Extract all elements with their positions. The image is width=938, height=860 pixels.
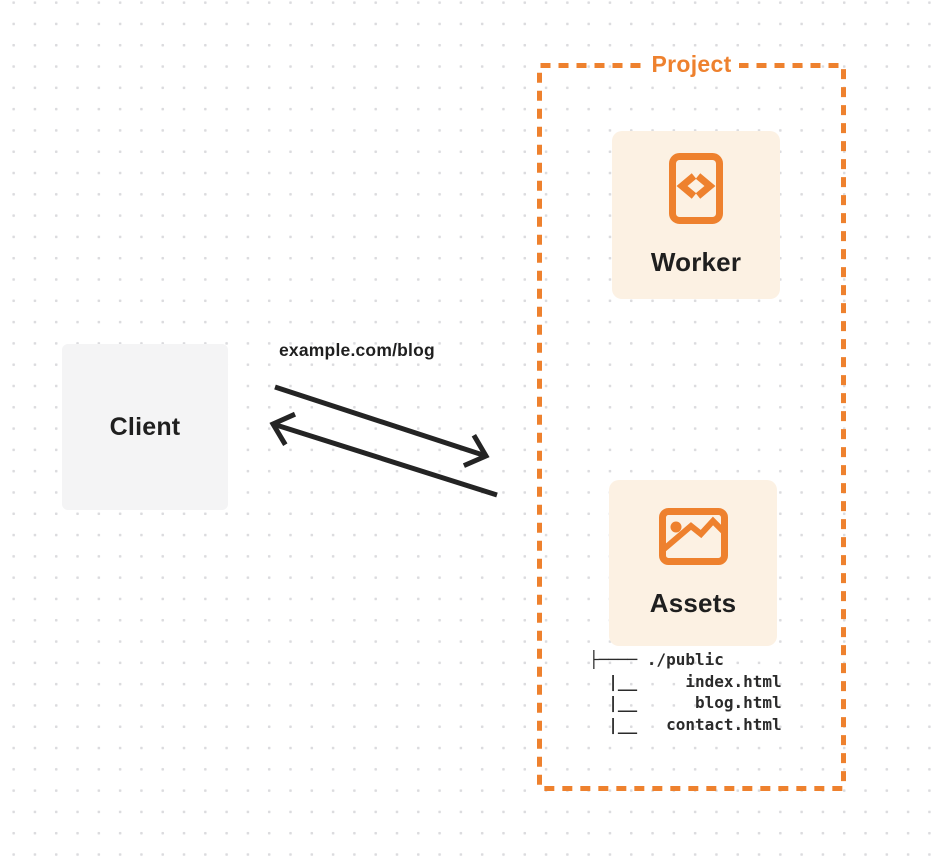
tree-line-contact: |__ contact.html [589, 714, 782, 734]
tree-line-index: |__ index.html [589, 671, 782, 691]
project-label-row: Project [537, 51, 846, 78]
request-url-label: example.com/blog [279, 340, 435, 360]
request-arrow [274, 384, 490, 468]
image-icon [658, 507, 728, 565]
assets-file-tree: ├──── ./public |__ index.html |__ blog.h… [589, 649, 782, 735]
code-file-icon [669, 152, 723, 224]
project-label: Project [644, 51, 739, 78]
client-node: Client [62, 344, 228, 510]
worker-label: Worker [650, 246, 742, 277]
tree-line-public: ├──── ./public [589, 650, 724, 669]
tree-line-blog: |__ blog.html [589, 693, 782, 712]
response-arrow [269, 411, 498, 498]
assets-node: Assets [609, 480, 777, 646]
worker-node: Worker [612, 131, 780, 299]
assets-label: Assets [649, 587, 737, 618]
client-label: Client [109, 412, 181, 441]
